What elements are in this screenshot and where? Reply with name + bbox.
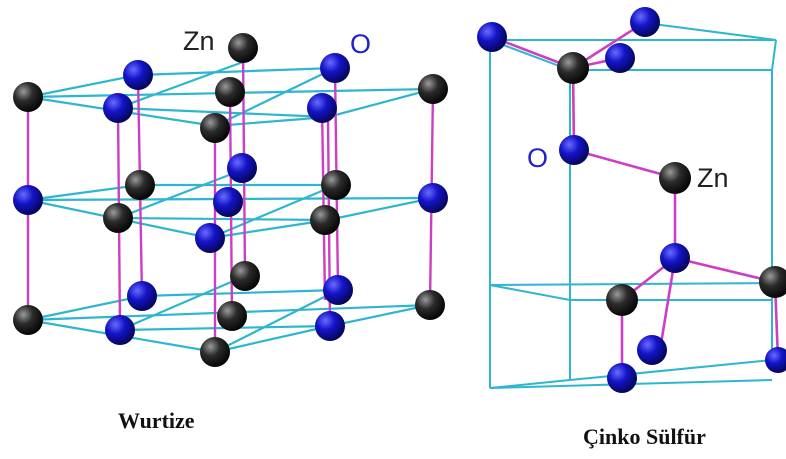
wurtzite-structure: Zn O	[13, 26, 448, 367]
o-atom	[559, 135, 589, 165]
zn-atom	[103, 203, 133, 233]
o-atom	[195, 223, 225, 253]
zn-atom	[228, 33, 258, 63]
zn-atom	[13, 305, 43, 335]
zn-atom	[217, 301, 247, 331]
zinc-blende-atoms	[477, 7, 786, 393]
zn-atom	[321, 170, 351, 200]
o-atom	[103, 93, 133, 123]
o-atom	[477, 22, 507, 52]
zn-label-right: Zn	[697, 163, 729, 193]
o-atom	[323, 275, 353, 305]
zn-label-left: Zn	[183, 26, 215, 56]
zn-atom	[310, 205, 340, 235]
o-atom	[315, 311, 345, 341]
zn-atom	[13, 82, 43, 112]
zn-atom	[215, 77, 245, 107]
o-atom	[418, 183, 448, 213]
zn-atom	[557, 52, 589, 84]
zn-atom	[659, 162, 691, 194]
o-atom	[607, 363, 637, 393]
zinc-blende-caption: Çinko Sülfür	[583, 424, 706, 449]
o-atom	[765, 347, 786, 373]
zn-atom	[125, 170, 155, 200]
zn-atom	[230, 261, 260, 291]
zn-atom	[759, 266, 786, 298]
zinc-blende-cube-lines	[489, 21, 777, 389]
o-atom	[320, 53, 350, 83]
o-atom	[630, 7, 660, 37]
wurtzite-atoms	[13, 33, 448, 367]
o-atom	[637, 335, 667, 365]
o-atom	[13, 185, 43, 215]
o-label-left: O	[350, 29, 371, 59]
o-atom	[307, 93, 337, 123]
o-atom	[123, 60, 153, 90]
o-atom	[213, 187, 243, 217]
zn-atom	[200, 337, 230, 367]
o-atom	[105, 315, 135, 345]
o-atom	[605, 43, 635, 73]
wurtzite-caption: Wurtize	[118, 408, 195, 433]
o-atom	[660, 243, 690, 273]
o-label-right: O	[527, 143, 548, 173]
zn-atom	[200, 113, 230, 143]
o-atom	[227, 153, 257, 183]
zn-atom	[606, 284, 638, 316]
zinc-blende-structure: O Zn	[477, 7, 786, 393]
zn-atom	[415, 290, 445, 320]
zinc-blende-bond-lines	[491, 20, 780, 378]
o-atom	[127, 281, 157, 311]
zn-atom	[418, 74, 448, 104]
